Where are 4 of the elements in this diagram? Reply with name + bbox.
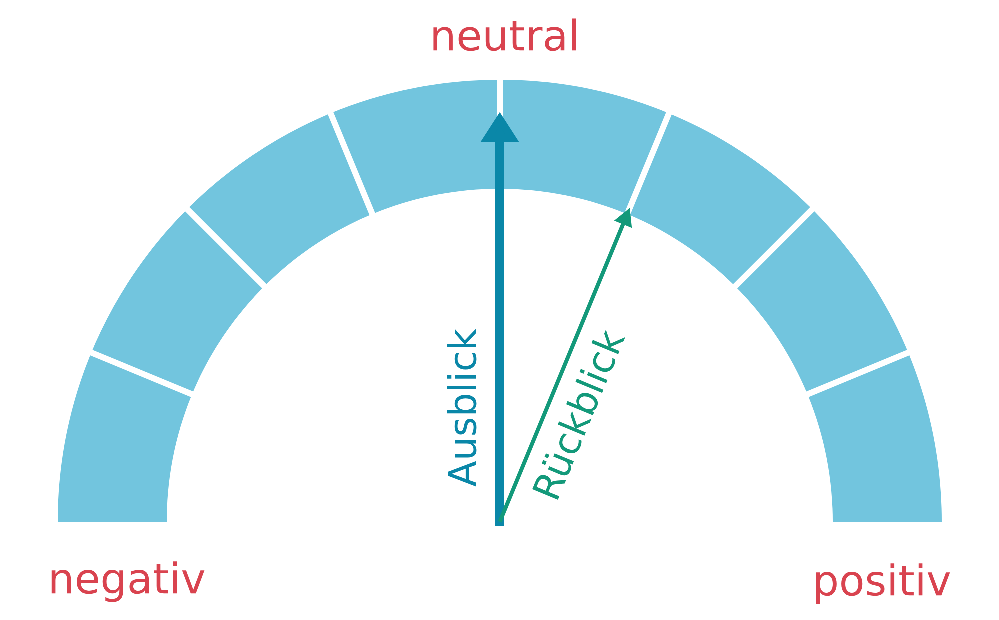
scale-label: neutral [434, 18, 576, 52]
scale-label: positiv [816, 564, 950, 604]
scale-label: negativ [52, 562, 205, 602]
needle-label: Ausblick [447, 329, 477, 487]
